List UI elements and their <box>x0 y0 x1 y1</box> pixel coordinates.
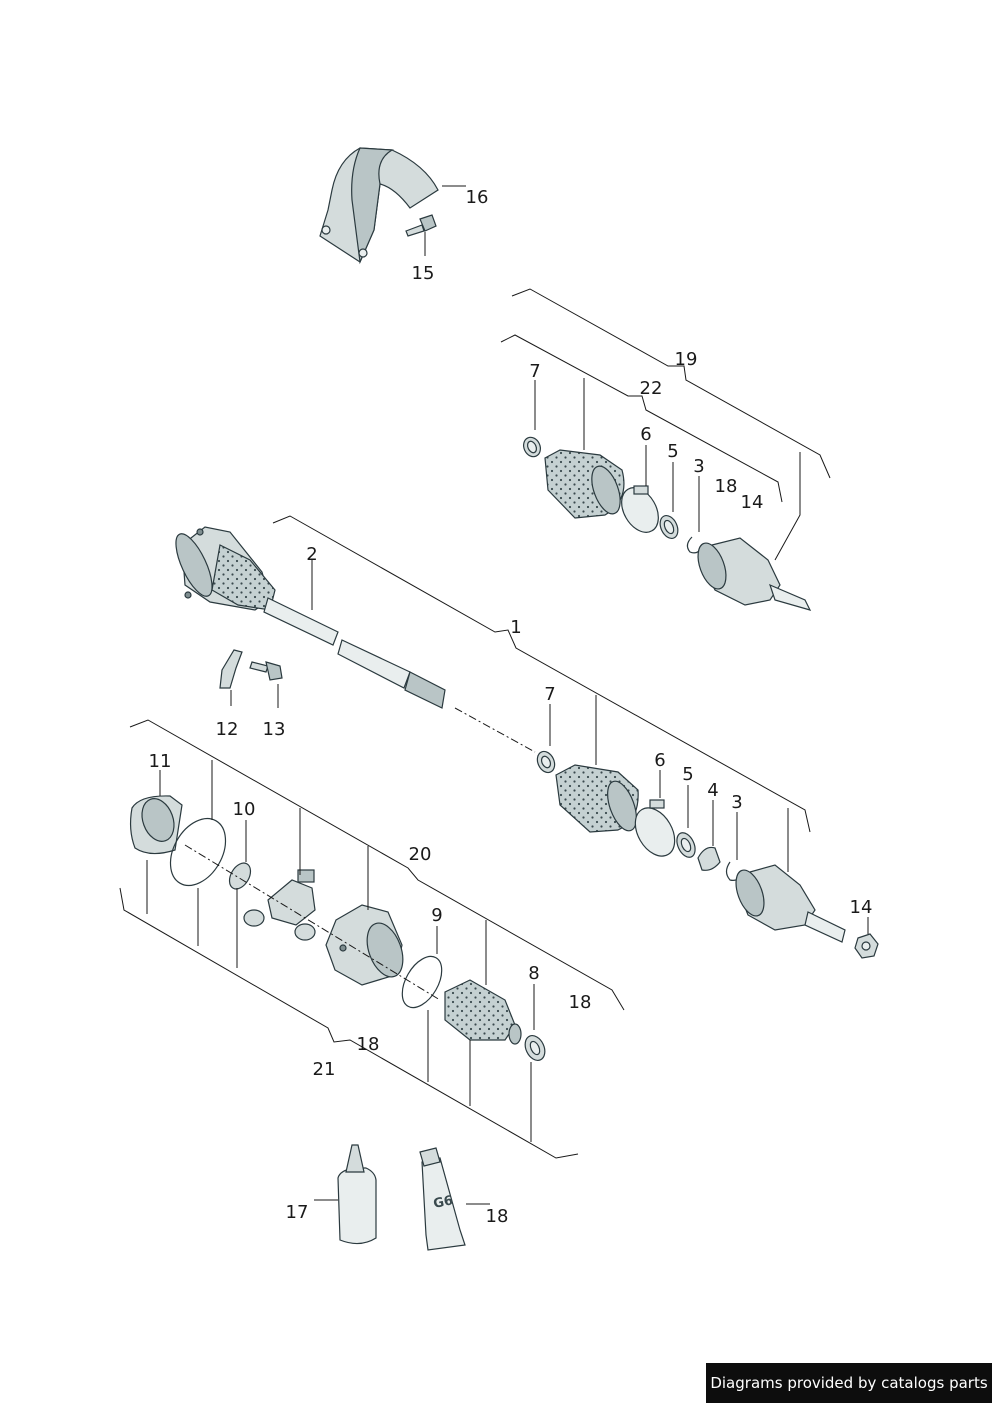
tube-marking: G6 <box>432 1193 454 1212</box>
label-9: 9 <box>431 905 442 926</box>
outer-joint-top <box>697 537 812 611</box>
o-ring-large <box>169 817 227 887</box>
thrust-ring-4 <box>697 846 721 871</box>
label-14-top: 14 <box>741 492 764 513</box>
sealant-bottle-17 <box>337 1144 377 1245</box>
clamp-6-top <box>621 485 659 533</box>
bolt-15 <box>405 214 437 237</box>
clamp-7-main <box>536 750 556 774</box>
grease-tube-18 <box>419 1147 466 1251</box>
label-18-tube: 18 <box>486 1206 509 1227</box>
shaft-splined <box>337 639 446 709</box>
nut-14 <box>854 933 879 959</box>
label-12: 12 <box>216 719 239 740</box>
credit-banner: Diagrams provided by catalogs parts <box>706 1363 992 1403</box>
joint-housing <box>325 904 404 986</box>
group-bracket-1 <box>272 515 811 872</box>
label-6-top: 6 <box>640 424 651 445</box>
label-22: 22 <box>640 378 663 399</box>
boot-main <box>555 764 639 833</box>
clamp-7-top <box>523 436 541 458</box>
label-20: 20 <box>409 844 432 865</box>
lock-plate-12 <box>219 649 243 689</box>
label-19: 19 <box>675 349 698 370</box>
dish-washer-5-top <box>659 515 679 539</box>
label-5-main: 5 <box>682 764 693 785</box>
part-labels: 16 15 19 22 7 6 5 3 18 14 2 1 12 13 7 6 … <box>149 187 873 1227</box>
label-10: 10 <box>233 799 256 820</box>
tripod-spider <box>243 869 316 941</box>
label-7-main: 7 <box>544 684 555 705</box>
clamp-8 <box>524 1035 546 1061</box>
label-3-top: 3 <box>693 456 704 477</box>
label-16: 16 <box>466 187 489 208</box>
label-17: 17 <box>286 1202 309 1223</box>
outer-joint-main <box>735 864 846 943</box>
label-18-set: 18 <box>569 992 592 1013</box>
dish-washer-5-main <box>676 832 696 858</box>
bolt-13 <box>249 661 283 681</box>
group-bracket-22 <box>500 334 783 503</box>
label-15: 15 <box>412 263 435 284</box>
label-8: 8 <box>528 963 539 984</box>
group-bracket-20 <box>129 719 625 1011</box>
clamp-9 <box>401 955 443 1009</box>
heat-shield <box>319 147 439 265</box>
label-13: 13 <box>263 719 286 740</box>
cap-11 <box>129 795 183 855</box>
label-7-top: 7 <box>529 361 540 382</box>
label-18-top: 18 <box>715 476 738 497</box>
leader-lines <box>159 185 869 1205</box>
label-2: 2 <box>306 544 317 565</box>
group-bracket-21 <box>119 860 579 1159</box>
boot-top <box>544 449 625 519</box>
label-11: 11 <box>149 751 172 772</box>
label-4: 4 <box>707 780 718 801</box>
label-21: 21 <box>313 1059 336 1080</box>
label-14-main: 14 <box>850 897 873 918</box>
label-1: 1 <box>510 617 521 638</box>
label-5-top: 5 <box>667 441 678 462</box>
label-3-main: 3 <box>731 792 742 813</box>
shaft-2 <box>263 597 339 646</box>
group-bracket-19 <box>511 288 831 561</box>
circlip-10 <box>228 862 252 890</box>
boot-inner-set <box>444 979 522 1045</box>
label-18-lower: 18 <box>357 1034 380 1055</box>
label-6-main: 6 <box>654 750 665 771</box>
clamp-6-main <box>634 799 676 857</box>
